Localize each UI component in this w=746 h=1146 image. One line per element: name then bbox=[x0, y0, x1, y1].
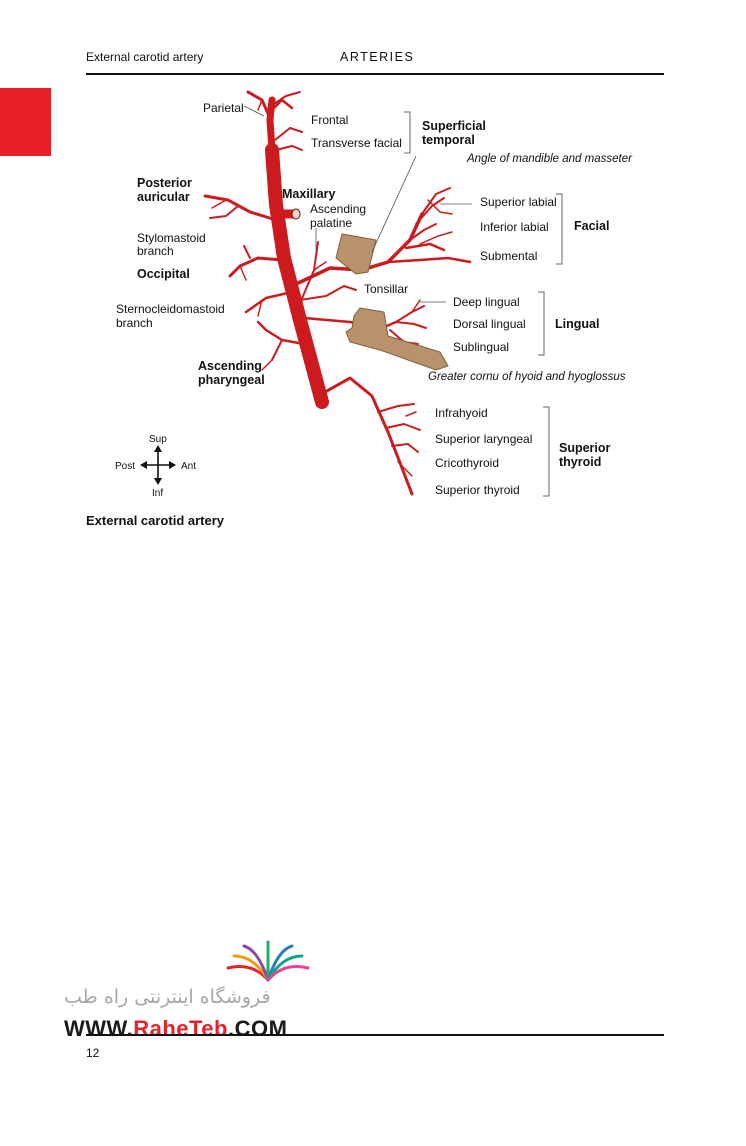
superior-thyroid-branch bbox=[316, 376, 414, 496]
label-posterior-auricular-2: auricular bbox=[137, 190, 190, 204]
main-trunk-upper bbox=[266, 96, 276, 154]
label-sternocleidomastoid-2: branch bbox=[116, 316, 153, 330]
running-title: External carotid artery bbox=[86, 50, 204, 64]
label-greater-cornu: Greater cornu of hyoid and hyoglossus bbox=[428, 371, 626, 383]
watermark-url: WWW.RaheTeb.COM bbox=[64, 1016, 287, 1042]
label-superior-thyroid-1: Superior bbox=[559, 441, 611, 455]
maxillary-cut-end bbox=[291, 208, 301, 220]
label-maxillary: Maxillary bbox=[282, 187, 336, 201]
artery-tree bbox=[203, 90, 472, 496]
label-ascending-pharyngeal-2: pharyngeal bbox=[198, 373, 265, 387]
page-number: 12 bbox=[86, 1046, 100, 1060]
label-infrahyoid: Infrahyoid bbox=[435, 406, 488, 420]
label-superior-labial: Superior labial bbox=[480, 195, 557, 209]
compass-ant: Ant bbox=[181, 461, 196, 472]
label-superficial-temporal-2: temporal bbox=[422, 133, 475, 147]
label-angle-of-mandible: Angle of mandible and masseter bbox=[466, 153, 633, 165]
mandible-angle bbox=[335, 233, 377, 275]
label-occipital: Occipital bbox=[137, 267, 190, 281]
footer-rule bbox=[86, 1034, 664, 1036]
watermark-url-prefix: WWW. bbox=[64, 1016, 134, 1041]
label-tonsillar: Tonsillar bbox=[364, 282, 408, 296]
label-stylomastoid-1: Stylomastoid bbox=[137, 231, 206, 245]
compass-inf: Inf bbox=[152, 488, 163, 499]
orientation-compass: Sup Inf Post Ant bbox=[115, 434, 196, 499]
label-superficial-temporal-1: Superficial bbox=[422, 119, 486, 133]
label-ascending-palatine-1: Ascending bbox=[310, 202, 366, 216]
label-facial: Facial bbox=[574, 219, 609, 233]
chapter-tab bbox=[0, 88, 51, 156]
label-inferior-labial: Inferior labial bbox=[480, 220, 549, 234]
label-submental: Submental bbox=[480, 249, 537, 263]
main-trunk bbox=[265, 143, 329, 409]
watermark-persian-text: فروشگاه اینترنتی راه طب bbox=[64, 986, 271, 1008]
label-ascending-pharyngeal-1: Ascending bbox=[198, 359, 262, 373]
label-transverse-facial: Transverse facial bbox=[311, 136, 402, 150]
label-sternocleidomastoid-1: Sternocleidomastoid bbox=[116, 302, 225, 316]
label-superior-thyroid-branch: Superior thyroid bbox=[435, 483, 520, 497]
figure-caption: External carotid artery bbox=[86, 513, 225, 528]
label-stylomastoid-2: branch bbox=[137, 244, 174, 258]
label-superior-laryngeal: Superior laryngeal bbox=[435, 432, 532, 446]
book-logo-icon bbox=[226, 940, 310, 982]
brackets bbox=[404, 111, 563, 497]
leader-lines bbox=[243, 105, 472, 303]
label-deep-lingual: Deep lingual bbox=[453, 295, 520, 309]
compass-post: Post bbox=[115, 461, 135, 472]
section-title: ARTERIES bbox=[340, 50, 415, 64]
watermark-url-brand: RaheTeb bbox=[133, 1016, 228, 1041]
watermark-url-suffix: .COM bbox=[227, 1016, 288, 1041]
label-cricothyroid: Cricothyroid bbox=[435, 456, 499, 470]
label-superior-thyroid-2: thyroid bbox=[559, 455, 601, 469]
label-parietal: Parietal bbox=[203, 101, 244, 115]
label-ascending-palatine-2: palatine bbox=[310, 216, 352, 230]
label-dorsal-lingual: Dorsal lingual bbox=[453, 317, 526, 331]
facial-branch bbox=[290, 212, 424, 288]
label-sublingual: Sublingual bbox=[453, 340, 509, 354]
label-lingual: Lingual bbox=[555, 317, 599, 331]
label-posterior-auricular-1: Posterior bbox=[137, 176, 192, 190]
label-frontal: Frontal bbox=[311, 113, 348, 127]
hyoid-cornu bbox=[345, 307, 449, 371]
external-carotid-figure: Parietal Frontal Transverse facial Super… bbox=[115, 90, 633, 499]
compass-sup: Sup bbox=[149, 434, 167, 445]
header-rule bbox=[86, 73, 664, 75]
